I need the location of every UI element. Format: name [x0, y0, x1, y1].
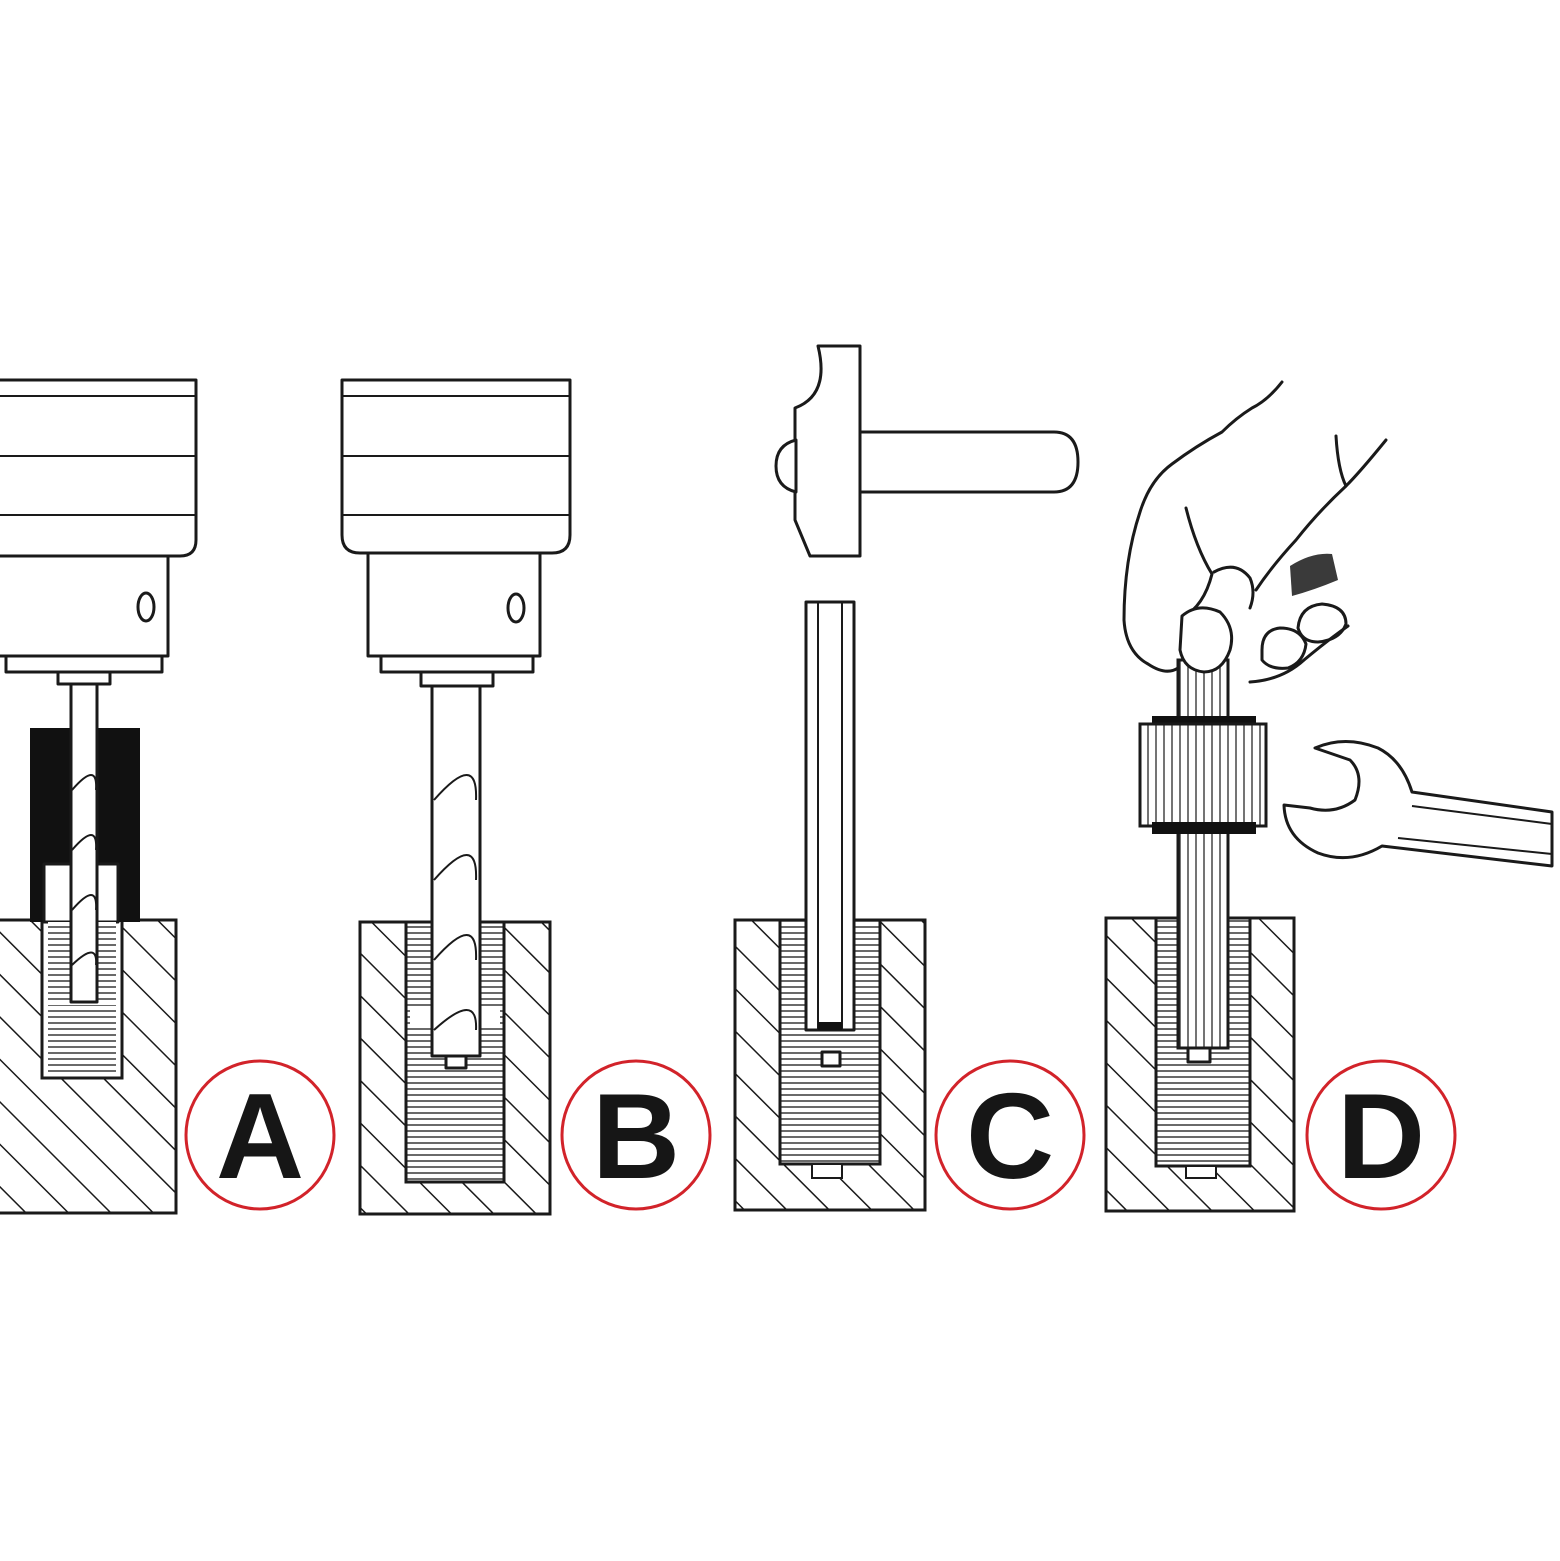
drill-chuck-b — [340, 378, 572, 688]
tap-wrench-nut-d — [1138, 716, 1268, 834]
wrench-d — [1282, 740, 1554, 868]
panel-c: C — [733, 344, 1086, 1212]
bit-guide-a — [30, 682, 140, 1004]
step-label-a: A — [216, 1068, 304, 1204]
hand-d — [1122, 380, 1388, 684]
drill-chuck-a — [0, 378, 198, 686]
hammer-c — [774, 344, 1080, 558]
extractor-c — [804, 600, 856, 1068]
step-badge-a: A — [184, 1059, 336, 1211]
panel-b: B — [340, 378, 712, 1216]
panel-d: D — [1104, 380, 1554, 1213]
drill-bit-b — [430, 684, 482, 1070]
step-badge-c: C — [934, 1059, 1086, 1211]
step-badge-b: B — [560, 1059, 712, 1211]
panel-a: A — [0, 378, 336, 1215]
step-label-c: C — [966, 1068, 1054, 1204]
step-label-b: B — [592, 1068, 680, 1204]
step-label-d: D — [1337, 1068, 1425, 1204]
step-badge-d: D — [1305, 1059, 1457, 1211]
